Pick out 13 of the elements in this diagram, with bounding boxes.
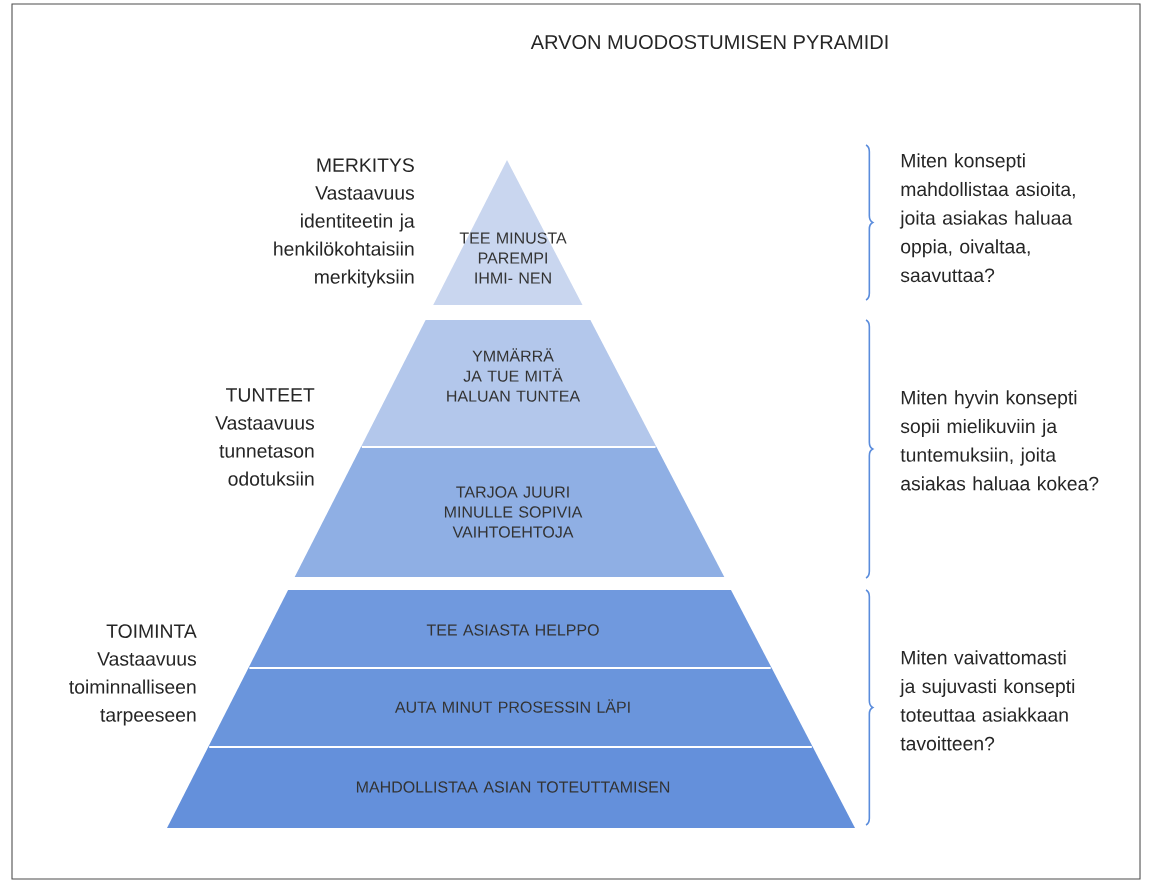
- side-label: Vastaavuus identiteetin ja henkilökohtaisiin merkityksiin: [274, 186, 415, 288]
- pyramid-level: YMMÄRRÄ JA TUE MITÄ HALUAN TUNTEA: [360, 320, 657, 447]
- side-label: TUNTEET: [226, 388, 315, 402]
- question-text: Miten vaivattomasti ja sujuvasti konsepti toteuttaa asiakkaan tavoitteen?: [899, 650, 1075, 751]
- question-text: Miten hyvin konsepti sopii mielikuviin ja tuntemuksiin, joita asiakas haluaa kokea?: [900, 390, 1099, 491]
- pyramid-level: TEE MINUSTA PAREMPI IHMI- NEN: [433, 160, 583, 305]
- side-label: Vastaavuus toiminnalliseen tarpeeseen: [69, 652, 197, 726]
- title: ARVON MUODOSTUMISEN PYRAMIDI: [530, 34, 888, 50]
- side-label: TOIMINTA: [106, 624, 197, 638]
- pyramid-level: MAHDOLLISTAA ASIAN TOTEUTTAMISEN: [167, 747, 855, 828]
- side-label: MERKITYS: [317, 158, 414, 172]
- pyramid-level: TEE ASIASTA HELPPO: [248, 590, 772, 668]
- question-text: Miten konsepti mahdollistaa asioita, joita asiakas haluaa oppia, oivaltaa, saavuttaa?: [899, 153, 1075, 283]
